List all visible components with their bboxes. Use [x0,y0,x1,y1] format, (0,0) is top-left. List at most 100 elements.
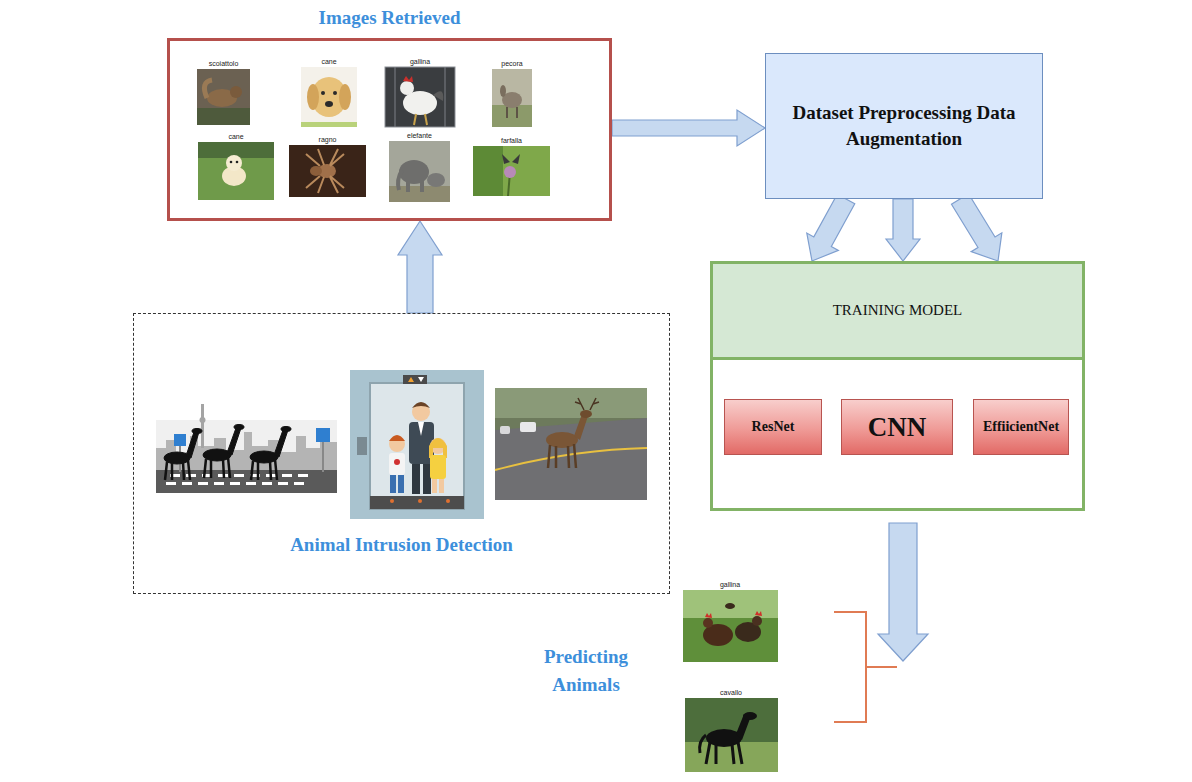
block-arrow [398,221,442,313]
giraffe-crossing-illustration [316,428,330,442]
box-label: ResNet [752,419,795,435]
puppy-photo [198,142,274,200]
elevator-illustration [418,377,424,382]
giraffe-crossing-illustration [186,474,196,477]
box-label: Dataset Preprocessing Data Augmentation [792,100,1017,152]
image-caption: elefante [385,131,455,140]
elevator-illustration [370,383,464,509]
horse-photo [706,729,742,747]
butterfly-photo [473,146,550,196]
giraffe-crossing-illustration [246,482,256,485]
hen-photo [683,590,778,662]
elevator-illustration [390,475,396,493]
dog-photo [301,67,357,127]
giraffe-crossing-illustration [298,474,308,477]
bracket [834,612,897,722]
chicken-photo [433,91,443,101]
hen-photo [703,618,713,628]
puppy-photo [198,142,274,200]
deer-road-photo [495,388,647,500]
horse-photo [685,698,778,772]
sheep-photo [492,105,532,127]
block-arrow [807,194,855,261]
image-caption: farfalla [477,136,547,145]
giraffe-crossing-illustration [322,440,324,472]
model-panel: ResNet CNN EffiicientNet TRAINING MODEL [710,261,1085,511]
giraffe-crossing-illustration [192,429,202,434]
butterfly-photo [504,166,516,178]
chicken-photo [400,81,414,95]
dog-photo [325,101,333,107]
elephant-photo [389,141,450,202]
giraffe-crossing-illustration [182,482,192,485]
elevator-illustration [350,370,484,519]
squirrel-photo [197,108,250,125]
sheep-photo [492,69,532,127]
elevator-illustration [430,455,446,479]
image-panel: Images Retrievedscoiattolocanegallinapec… [167,38,612,221]
dog-photo [307,84,319,110]
deer-road-photo [580,410,592,418]
panel-heading: Images Retrieved [170,7,609,29]
panel-heading: TRAINING MODEL [713,302,1082,319]
model-box: ResNet [724,399,822,455]
elephant-photo [399,160,429,184]
deer-road-photo [520,422,536,432]
sheep-photo [516,107,518,118]
squirrel-photo [197,69,250,125]
spider-photo [289,145,366,197]
box-label: EffiicientNet [983,419,1059,435]
box-label: CNN [868,412,927,443]
model-box: EffiicientNet [973,399,1069,455]
deer-road-photo [495,418,647,500]
hen-photo [683,590,778,662]
giraffe-crossing-illustration [174,434,186,446]
giraffe-crossing-illustration [282,474,292,477]
chicken-photo [414,114,416,125]
elevator-illustration [439,479,444,493]
elevator-illustration [389,436,405,452]
block-arrow [886,199,920,261]
deer-road-photo [575,398,599,410]
image-caption: scoiattolo [189,59,259,68]
image-caption: gallina [385,57,455,66]
elevator-illustration [418,499,422,503]
giraffe-crossing-illustration [294,482,304,485]
butterfly-photo [473,146,550,196]
giraffe-crossing-illustration [186,432,199,458]
dog-photo [339,84,351,110]
chicken-photo [445,67,446,127]
block-arrow [951,194,1001,261]
elephant-photo [420,180,424,192]
deer-road-photo [495,448,647,470]
elevator-illustration [394,459,400,465]
elevator-illustration [403,375,427,384]
hen-photo [725,603,735,609]
sheep-photo [492,69,532,127]
elephant-photo [406,180,410,192]
deer-road-photo [548,444,576,468]
giraffe-crossing-illustration [278,482,288,485]
giraffe-crossing-illustration [234,474,244,477]
model-box: CNN [841,399,953,455]
down-arrow [878,523,928,661]
giraffe-crossing-illustration [204,457,230,478]
puppy-photo [226,155,242,171]
squirrel-photo [230,86,242,98]
elevator-illustration [398,475,404,493]
horse-photo [706,742,742,764]
chicken-photo [385,67,455,127]
giraffe-crossing-illustration [166,474,308,485]
giraffe-crossing-illustration [234,425,244,430]
image-caption: ragno [293,135,363,144]
chicken-photo [385,67,455,127]
chicken-photo [395,67,396,127]
image-caption: gallina [695,580,765,589]
elevator-illustration [423,464,431,494]
hen-photo [683,618,778,662]
giraffe-crossing-illustration [274,430,288,457]
deer-road-photo [495,388,647,418]
butterfly-photo [502,154,520,164]
giraffe-crossing-illustration [230,482,240,485]
block-arrow [612,110,765,146]
